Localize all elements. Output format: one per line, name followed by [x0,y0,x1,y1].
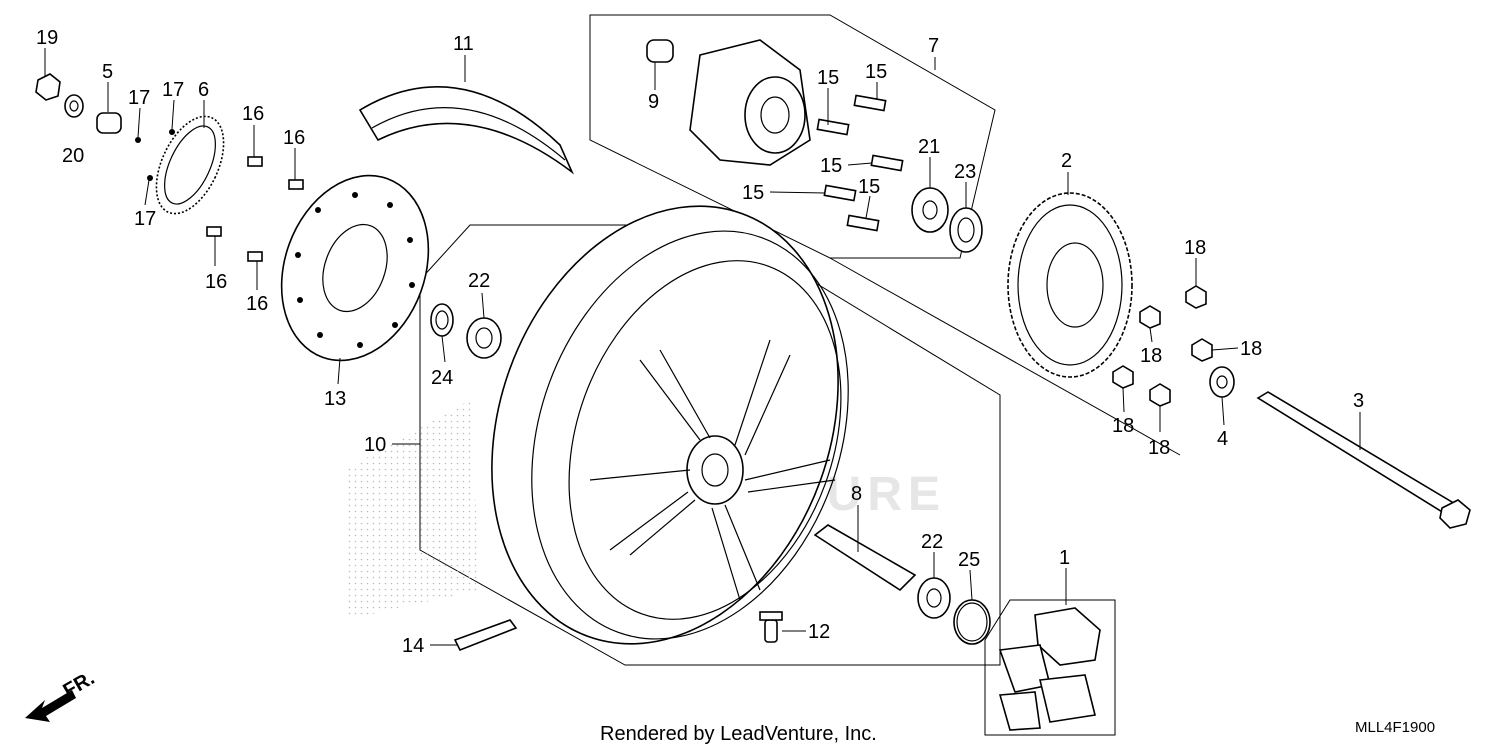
stud-parts-15 [816,94,904,232]
tire-part [358,85,574,175]
credit-text: Rendered by LeadVenture, Inc. [600,723,877,745]
diagram-code: MLL4F1900 [1355,719,1435,736]
callout-15d: 15 [742,182,764,204]
callout-4: 4 [1217,428,1228,450]
callout-1: 1 [1059,547,1070,569]
callout-15c: 15 [820,155,842,177]
o-ring-part-25 [953,599,991,645]
callout-24: 24 [431,367,453,389]
callout-2: 2 [1061,150,1072,172]
front-arrow-icon: FR. [25,667,98,722]
callout-16d: 16 [246,293,268,315]
callout-15b: 15 [865,61,887,83]
nut-part-19 [35,73,61,101]
callout-14: 14 [402,635,424,657]
callout-18e: 18 [1148,437,1170,459]
callout-16b: 16 [283,127,305,149]
callout-19: 19 [36,27,58,49]
collar-part-9 [646,39,674,63]
callout-7: 7 [928,35,939,57]
callout-23: 23 [954,161,976,183]
collar-part-8 [813,524,917,592]
callout-18d: 18 [1112,415,1134,437]
callout-16a: 16 [242,103,264,125]
damper-group-box [984,599,1116,736]
hub-part [689,39,811,166]
callout-15a: 15 [817,67,839,89]
callout-11: 11 [453,33,474,55]
axle-part [1256,391,1471,529]
bearing-part-22b [917,577,951,619]
callout-18b: 18 [1140,345,1162,367]
callout-3: 3 [1353,390,1364,412]
balance-weight-part [453,619,518,652]
bearing-part-22a [466,317,502,359]
callout-22a: 22 [468,270,490,292]
washer-part-20 [64,94,84,118]
callout-17a: 17 [128,87,150,109]
callout-18c: 18 [1240,338,1262,360]
seal-part-24 [430,303,454,337]
seal-part-23 [949,207,983,253]
callout-20: 20 [62,145,84,167]
callout-12: 12 [808,621,830,643]
callout-21: 21 [918,136,940,158]
pulser-ring-part [155,115,225,215]
callout-17b: 17 [162,79,184,101]
callout-labels: 19 20 5 17 17 17 6 16 16 16 16 11 13 22 … [36,27,1364,657]
leader-lines [44,48,1361,646]
nut-parts-18 [1112,285,1213,407]
callout-22b: 22 [921,531,943,553]
callout-15e: 15 [858,176,880,198]
callout-6: 6 [198,79,209,101]
callout-9: 9 [648,91,659,113]
damper-rubber-part [998,607,1101,731]
callout-5: 5 [102,61,113,83]
callout-16c: 16 [205,271,227,293]
callout-25: 25 [958,549,980,571]
collar-part-21 [911,187,949,233]
callout-17c: 17 [134,208,156,230]
collar-part-5 [96,112,122,134]
bolt-parts-16 [206,156,304,262]
hub-to-axle-line [829,257,1181,456]
hub-group-box [589,14,996,259]
wheel-part [345,205,849,645]
sprocket-part [1007,192,1133,378]
callout-18a: 18 [1184,237,1206,259]
callout-13: 13 [324,388,346,410]
screw-parts-17 [135,129,175,181]
callout-10: 10 [364,434,386,456]
valve-part [759,611,783,643]
callout-8: 8 [851,483,862,505]
washer-part-4 [1209,366,1235,398]
brake-disc-part [280,174,430,362]
